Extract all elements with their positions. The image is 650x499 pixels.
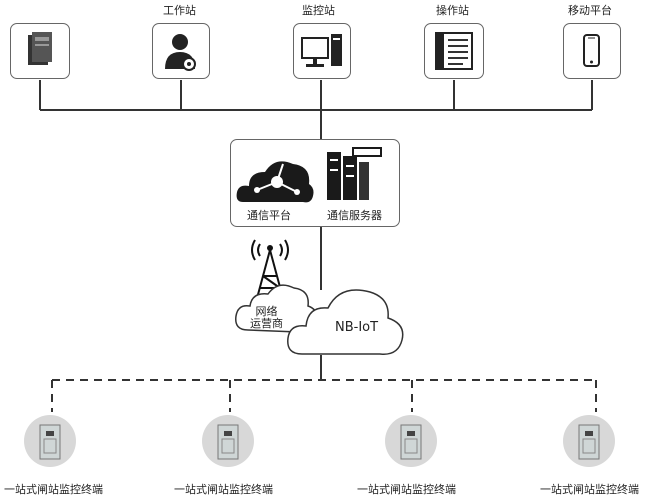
- terminal-label-3: 一站式闸站监控终端: [357, 483, 456, 496]
- terminal-image-3: [385, 415, 437, 467]
- comm-platform-label: 通信平台: [247, 209, 291, 222]
- terminal-label-4: 一站式闸站监控终端: [540, 483, 639, 496]
- server-device: [10, 23, 70, 79]
- mobile-platform-label: 移动平台: [568, 4, 612, 17]
- cabinet-icon: [400, 424, 422, 460]
- network-clouds: [235, 239, 404, 355]
- workstation-device: [152, 23, 210, 79]
- terminal-label-2: 一站式闸站监控终端: [174, 483, 273, 496]
- operation-station-device: [424, 23, 484, 79]
- smartphone-icon: [583, 34, 600, 67]
- document-panel-icon: [435, 32, 473, 70]
- cabinet-icon: [217, 424, 239, 460]
- communication-center: 通信平台 通信服务器: [230, 139, 400, 227]
- terminal-image-1: [24, 415, 76, 467]
- network-operator-label: 网络 运营商: [250, 305, 283, 330]
- cabinet-icon: [578, 424, 600, 460]
- operation-station-label: 操作站: [436, 4, 469, 17]
- terminal-image-2: [202, 415, 254, 467]
- desktop-computer-icon: [301, 34, 342, 67]
- terminal-label-1: 一站式闸站监控终端: [4, 483, 103, 496]
- cabinet-icon: [39, 424, 61, 460]
- nbiot-label: NB-IoT: [335, 320, 379, 335]
- cloud-network-icon: [236, 161, 314, 203]
- user-settings-icon: [165, 34, 196, 71]
- comm-server-label: 通信服务器: [327, 209, 382, 222]
- monitor-station-label: 监控站: [302, 4, 335, 17]
- mobile-platform-device: [563, 23, 621, 79]
- server-rack-icon: [327, 147, 382, 200]
- monitor-station-device: [293, 23, 351, 79]
- terminal-image-4: [563, 415, 615, 467]
- server-icon: [28, 32, 52, 65]
- workstation-label: 工作站: [163, 4, 196, 17]
